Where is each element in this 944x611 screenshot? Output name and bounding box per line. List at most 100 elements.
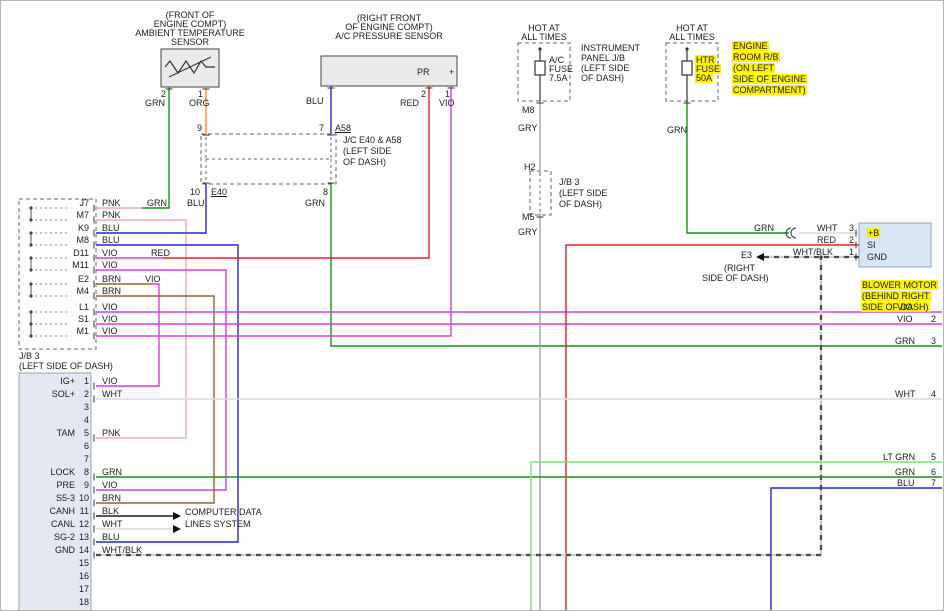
- label-7-5a: 7.5A: [549, 73, 568, 83]
- label-2: 2: [931, 314, 936, 324]
- label--left-side: (LEFT SIDE: [343, 146, 391, 156]
- label-blu: BLU: [102, 532, 120, 542]
- label-blu: BLU: [102, 235, 120, 245]
- label-brn: BRN: [102, 286, 121, 296]
- label-e3: E3: [741, 250, 752, 260]
- label-vio: VIO: [897, 302, 913, 312]
- label-2: 2: [421, 89, 426, 99]
- label-ig+: IG+: [60, 376, 75, 386]
- label-wht: WHT: [102, 519, 123, 529]
- label-14: 14: [79, 545, 89, 555]
- label-6: 6: [84, 441, 89, 451]
- label-m11: M11: [72, 260, 89, 270]
- label-12: 12: [79, 519, 89, 529]
- label-m5: M5: [522, 212, 535, 222]
- label-3: 3: [931, 336, 936, 346]
- label-m8: M8: [522, 105, 535, 115]
- label-7: 7: [84, 454, 89, 464]
- label-tam: TAM: [57, 428, 75, 438]
- label-grn: GRN: [145, 98, 165, 108]
- label-blu: BLU: [187, 198, 205, 208]
- label-lines-system: LINES SYSTEM: [185, 519, 251, 529]
- label-vio: VIO: [897, 314, 913, 324]
- label-lock: LOCK: [50, 467, 75, 477]
- label-vio: VIO: [102, 248, 118, 258]
- label-9: 9: [84, 480, 89, 490]
- label--left-side-of-dash-: (LEFT SIDE OF DASH): [19, 361, 113, 371]
- label-a58: A58: [335, 123, 351, 133]
- label-red: RED: [817, 235, 836, 245]
- label-grn: GRN: [754, 223, 774, 233]
- label-d11: D11: [73, 248, 89, 258]
- label-grn: GRN: [147, 198, 167, 208]
- label-a-c-pressure-sensor: A/C PRESSURE SENSOR: [335, 31, 443, 41]
- label-grn: GRN: [895, 467, 915, 477]
- label-engine: ENGINE: [732, 41, 769, 51]
- label-pnk: PNK: [102, 210, 121, 220]
- label-l1: L1: [79, 302, 89, 312]
- label-vio: VIO: [439, 98, 455, 108]
- label-instrument: INSTRUMENT: [581, 43, 640, 53]
- label-1: 1: [849, 247, 854, 257]
- label-vio: VIO: [102, 376, 118, 386]
- label-vio: VIO: [102, 314, 118, 324]
- label-j-b-3: J/B 3: [19, 351, 40, 361]
- label-5: 5: [84, 428, 89, 438]
- label-e2: E2: [78, 274, 89, 284]
- label-pre: PRE: [56, 480, 75, 490]
- label-red: RED: [400, 98, 419, 108]
- label-si: SI: [867, 240, 876, 250]
- label-brn: BRN: [102, 274, 121, 284]
- label-e40: E40: [211, 187, 227, 197]
- label-side-of-engine: SIDE OF ENGINE: [732, 74, 807, 84]
- label-50a: 50A: [695, 73, 713, 83]
- label-2: 2: [84, 389, 89, 399]
- label-7: 7: [931, 478, 936, 488]
- label-side-of-dash-: SIDE OF DASH): [861, 302, 930, 312]
- label-m4: M4: [76, 286, 89, 296]
- label-blk: BLK: [102, 506, 119, 516]
- label-8: 8: [84, 467, 89, 477]
- label-wht-blk: WHT/BLK: [793, 247, 833, 257]
- label-pnk: PNK: [102, 198, 121, 208]
- label-sol+: SOL+: [52, 389, 75, 399]
- label-blu: BLU: [897, 478, 915, 488]
- label-5: 5: [931, 452, 936, 462]
- label-7: 7: [319, 123, 324, 133]
- label-3: 3: [849, 223, 854, 233]
- label--left-side: (LEFT SIDE: [559, 188, 607, 198]
- label-compartment-: COMPARTMENT): [732, 85, 807, 95]
- label-13: 13: [79, 532, 89, 542]
- label-10: 10: [79, 493, 89, 503]
- label-gry: GRY: [518, 123, 537, 133]
- label-vio: VIO: [102, 302, 118, 312]
- label-panel-j-b: PANEL J/B: [581, 53, 625, 63]
- label-of-dash-: OF DASH): [581, 73, 624, 83]
- label-sensor: SENSOR: [171, 37, 209, 47]
- label--right: (RIGHT: [724, 263, 755, 273]
- label-4: 4: [931, 389, 936, 399]
- label-vio: VIO: [102, 480, 118, 490]
- label-room-r-b: ROOM R/B: [732, 52, 780, 62]
- label-gnd: GND: [867, 252, 887, 262]
- label-wht: WHT: [895, 389, 916, 399]
- label-of-dash-: OF DASH): [559, 199, 602, 209]
- label-2: 2: [849, 235, 854, 245]
- label-blu: BLU: [306, 96, 324, 106]
- label-pr: PR: [417, 67, 430, 77]
- label-15: 15: [79, 558, 89, 568]
- label-computer-data: COMPUTER DATA: [185, 507, 262, 517]
- label-all-times: ALL TIMES: [521, 32, 567, 42]
- label-11: 11: [80, 506, 89, 516]
- label-lt-grn: LT GRN: [883, 452, 915, 462]
- label-blower-motor: BLOWER MOTOR: [861, 280, 938, 290]
- label-m7: M7: [76, 210, 89, 220]
- label-wht: WHT: [102, 389, 123, 399]
- label-grn: GRN: [895, 336, 915, 346]
- label-s1: S1: [78, 314, 89, 324]
- label-grn: GRN: [305, 198, 325, 208]
- label-+b: +B: [867, 228, 880, 238]
- label-j-b-3: J/B 3: [559, 177, 580, 187]
- label-4: 4: [84, 415, 89, 425]
